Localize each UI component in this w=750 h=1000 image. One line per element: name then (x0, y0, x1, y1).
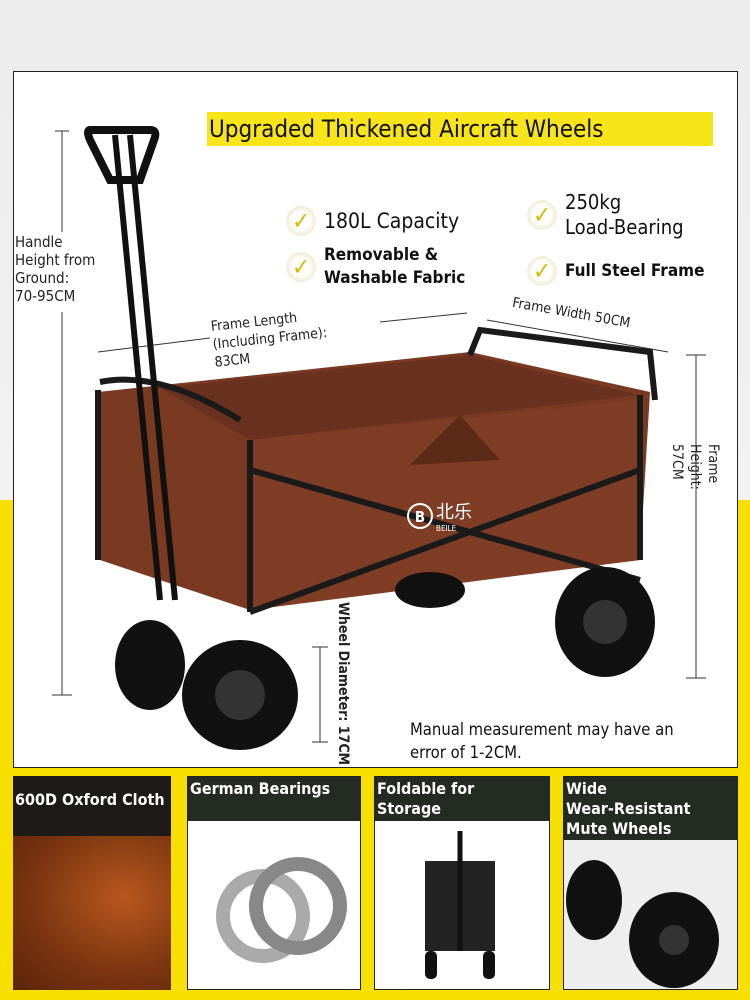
folded-wagon-image (425, 831, 495, 979)
brand-logo: B 北乐 BEILE (407, 502, 472, 533)
feature-capacity: ✓180L Capacity (286, 206, 459, 236)
svg-text:北乐: 北乐 (436, 502, 472, 523)
svg-text:BEILE: BEILE (436, 524, 457, 533)
feature-fabric: ✓Removable & Washable Fabric (286, 244, 465, 290)
card-oxford-cloth: 600D Oxford Cloth (13, 776, 171, 990)
wagon-body (84, 126, 658, 615)
dimension-lines (52, 130, 706, 743)
card-wheels: Wide Wear-Resistant Mute Wheels (563, 776, 738, 990)
fabric-image (13, 836, 171, 990)
measurement-note: Manual measurement may have an error of … (410, 720, 674, 762)
headline: Upgraded Thickened Aircraft Wheels (207, 112, 713, 146)
card-bearings: German Bearings (187, 776, 361, 990)
check-icon: ✓ (527, 256, 557, 286)
bearing-image (216, 857, 347, 963)
card-foldable: Foldable for Storage (374, 776, 550, 990)
wheels (115, 567, 655, 750)
wheels-image (564, 840, 737, 989)
handle-height-label: Handle Height from Ground: 70-95CM (15, 233, 96, 305)
svg-text:B: B (415, 508, 425, 526)
wagon-illustration: B 北乐 BEILE (52, 126, 706, 750)
frame-height-label: Frame Height: 57CM (669, 444, 721, 490)
check-icon: ✓ (286, 252, 316, 282)
check-icon: ✓ (527, 200, 557, 230)
feature-load: ✓250kg Load-Bearing (527, 190, 684, 240)
wheel-diameter-label: Wheel Diameter: 17CM (335, 602, 351, 766)
feature-frame: ✓Full Steel Frame (527, 256, 704, 286)
check-icon: ✓ (286, 206, 316, 236)
